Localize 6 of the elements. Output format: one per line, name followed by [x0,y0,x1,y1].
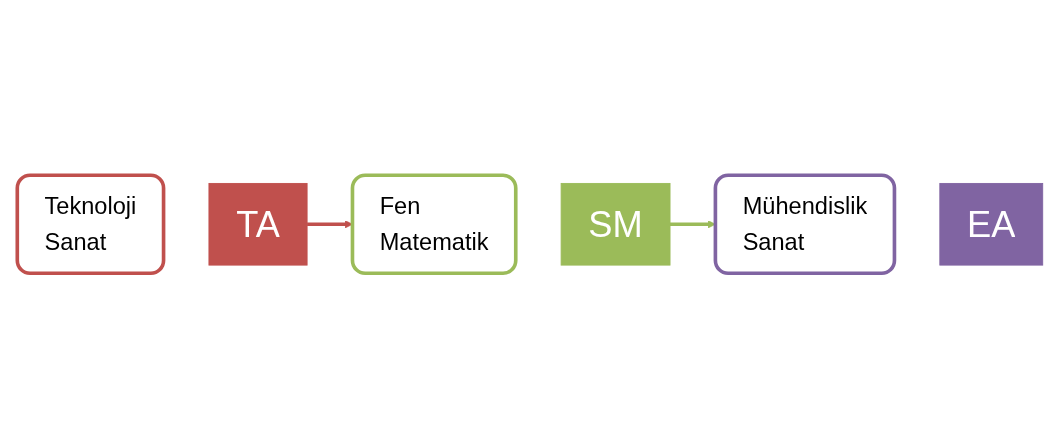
node-box: EA [939,182,1044,266]
node-box: Teknoloji Sanat [15,173,166,275]
node-box: Fen Matematik [350,173,518,275]
node-box: TA [208,182,308,266]
node-box: SM [560,182,671,266]
node-box: Mühendislik Sanat [713,173,897,275]
